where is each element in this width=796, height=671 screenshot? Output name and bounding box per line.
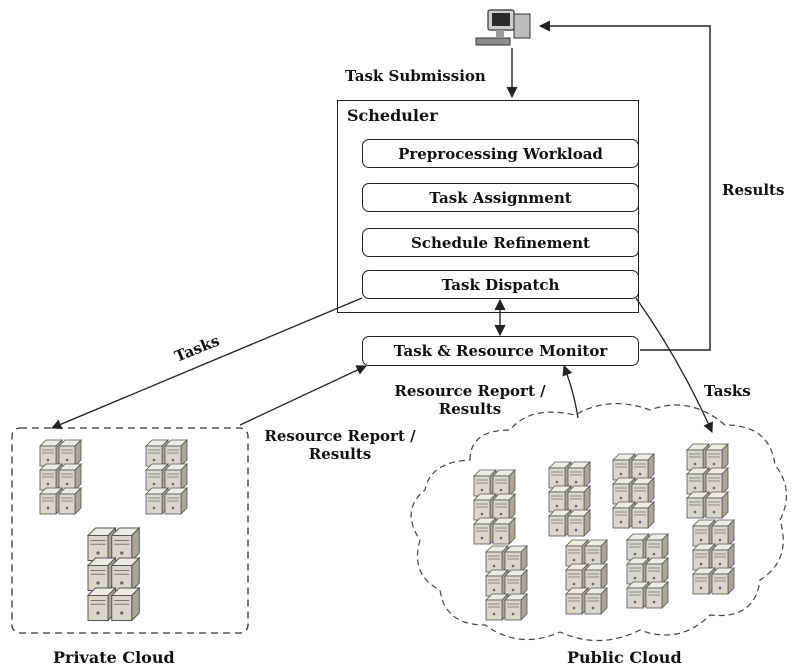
scheduler-title: Scheduler [347,106,438,125]
server-rack-icon [88,528,139,621]
public-cloud-label: Public Cloud [567,648,682,667]
public-cloud-servers [474,444,734,620]
step-task-assignment: Task Assignment [362,183,639,212]
resource-report-left-line1: Resource Report / [264,427,416,445]
resource-report-center-label: Resource Report / Results [380,382,560,418]
step-preprocessing-workload: Preprocessing Workload [362,139,639,168]
server-rack-icon [146,440,187,514]
server-rack-icon [627,534,668,608]
step-schedule-refinement: Schedule Refinement [362,228,639,257]
server-rack-icon [613,454,654,528]
private-cloud-servers [40,440,187,621]
results-arrow [538,20,711,351]
results-label: Results [722,181,785,199]
tasks-public-arrow [635,297,713,433]
task-resource-monitor: Task & Resource Monitor [362,336,639,366]
server-rack-icon [486,546,527,620]
server-rack-icon [474,470,515,544]
server-rack-icon [566,540,607,614]
server-rack-icon [40,440,81,514]
tasks-private-arrow [51,297,363,430]
server-rack-icon [687,444,728,518]
private-cloud-region [11,427,249,634]
private-cloud-label: Private Cloud [53,648,175,667]
public-cloud-region [410,402,787,642]
tasks-right-label: Tasks [704,382,751,400]
task-submission-label: Task Submission [345,67,486,85]
server-rack-icon [693,520,734,594]
resource-report-center-line1: Resource Report / [394,382,546,400]
report-private-arrow [239,365,367,426]
server-rack-icon [549,462,590,536]
report-public-arrow [562,365,579,419]
resource-report-left-label: Resource Report / Results [250,427,430,463]
step-task-dispatch: Task Dispatch [362,270,639,299]
desktop-computer-icon [475,9,531,46]
resource-report-center-line2: Results [438,400,502,418]
resource-report-left-line2: Results [308,445,372,463]
